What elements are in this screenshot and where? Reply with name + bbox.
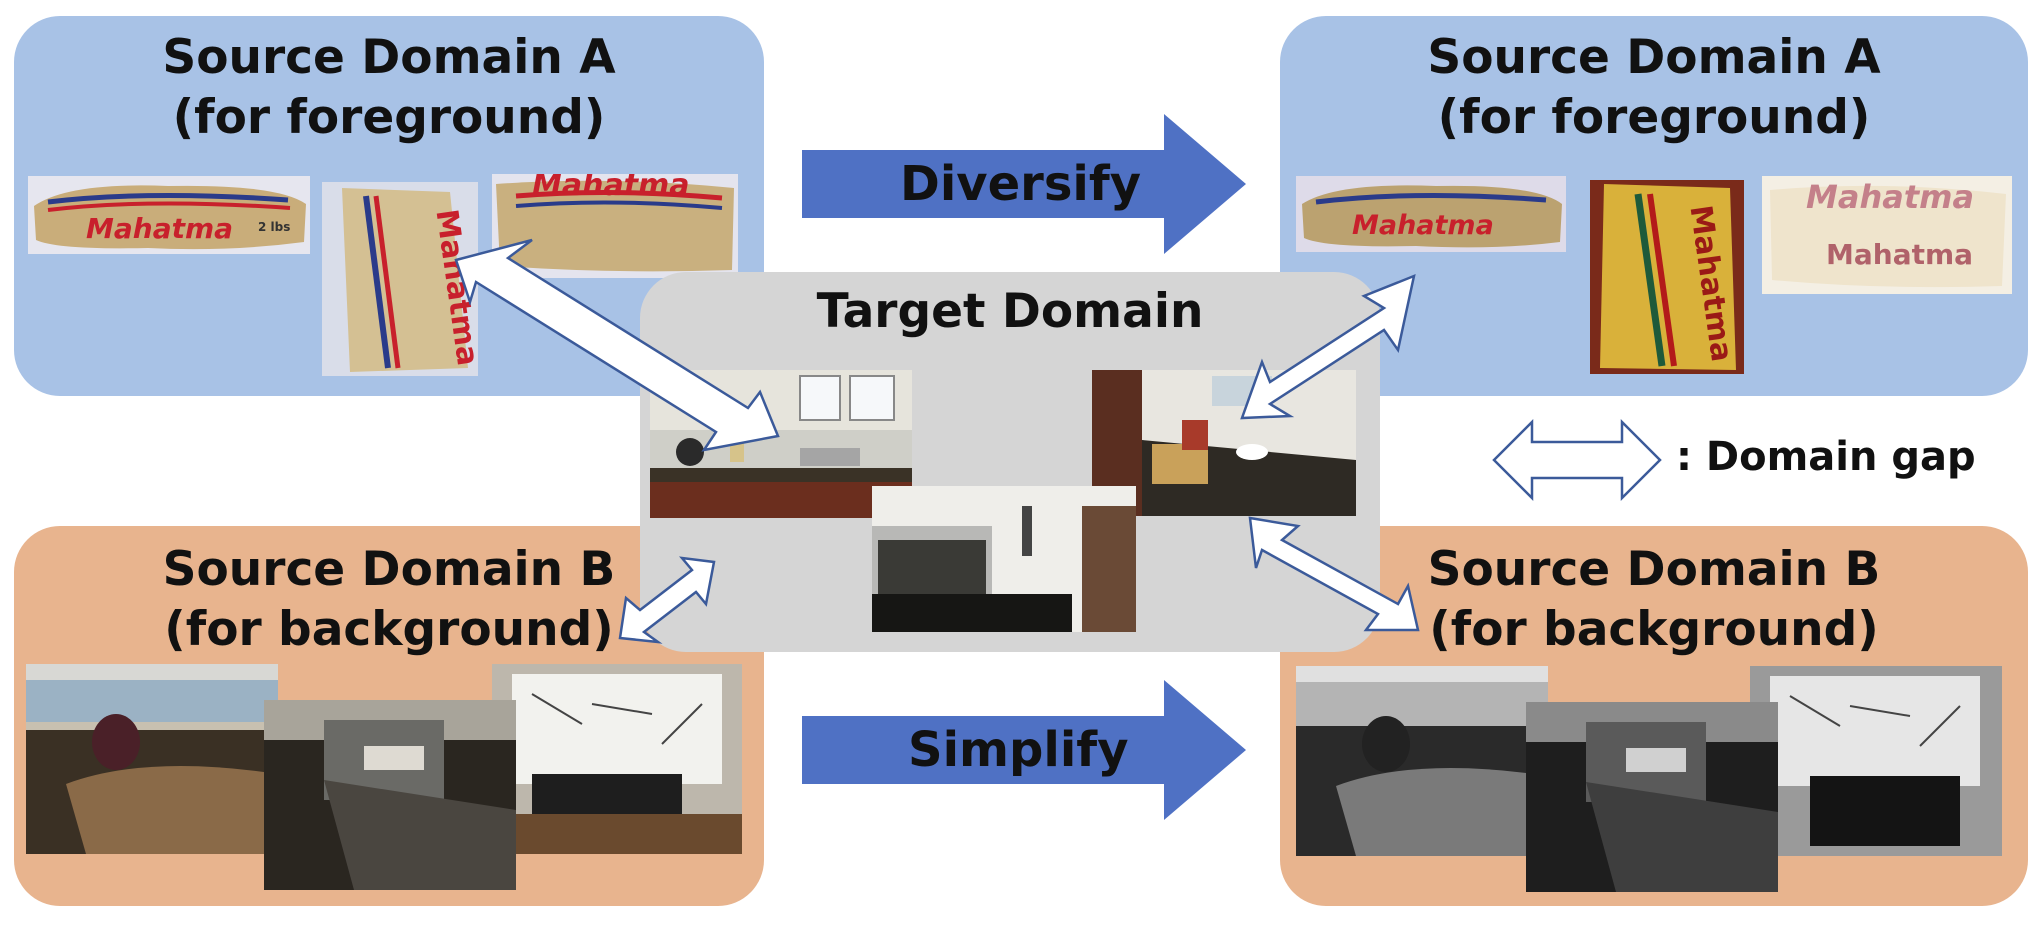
domain-gap-arrow-a-left (454, 238, 780, 452)
source-a-right-title-line2: (for foreground) (1437, 90, 1871, 145)
domain-gap-legend-label: : Domain gap (1676, 434, 1976, 480)
office-image-cubicle (492, 664, 742, 854)
kitchen-image-stove (872, 486, 1136, 632)
source-a-left-title-line2: (for foreground) (172, 90, 606, 145)
simplify-arrow: Simplify (802, 680, 1246, 820)
product-image-tilted: Mahatma (492, 174, 738, 278)
source-b-left-title-line1: Source Domain B (162, 542, 616, 597)
source-b-right-title-line2: (for background) (1429, 602, 1879, 657)
weight-text: 2 lbs (258, 220, 291, 234)
brand-text-tilted-diversified-2: Mahatma (1826, 238, 1974, 271)
office-image-cubicle-simplified (1750, 666, 2002, 856)
brand-text-tilted-diversified: Mahatma (1806, 178, 1975, 216)
domain-gap-arrow-a-right (1240, 273, 1416, 420)
office-image-window-simplified (1296, 666, 1548, 856)
brand-text-diversified: Mahatma (1352, 210, 1494, 241)
product-image-tilted-diversified: Mahatma Mahatma (1762, 176, 2012, 294)
office-image-desk (264, 700, 516, 890)
kitchen-image-counter (1092, 370, 1356, 516)
product-image-lying: Mahatma 2 lbs (28, 176, 310, 254)
source-a-right-title-line1: Source Domain A (1427, 30, 1881, 85)
simplify-label: Simplify (908, 722, 1129, 778)
domain-gap-arrow-b-right (1248, 516, 1420, 632)
source-b-left-title-line2: (for background) (164, 602, 614, 657)
source-a-left-title-line1: Source Domain A (162, 30, 616, 85)
brand-text-tilted: Mahatma (532, 174, 690, 203)
product-image-upright: Mahatma (322, 182, 478, 376)
domain-gap-arrow-b-left (618, 556, 716, 644)
product-image-upright-diversified: Mahatma (1590, 180, 1744, 374)
office-image-desk-simplified (1526, 702, 1778, 892)
diversify-arrow: Diversify (802, 114, 1246, 254)
product-image-lying-diversified: Mahatma (1296, 176, 1566, 252)
brand-text: Mahatma (86, 212, 234, 245)
office-image-window (26, 664, 278, 854)
diversify-label: Diversify (900, 156, 1142, 212)
source-b-right-title-line1: Source Domain B (1427, 542, 1881, 597)
domain-gap-legend-arrow (1492, 418, 1662, 502)
target-domain-title: Target Domain (816, 284, 1204, 339)
